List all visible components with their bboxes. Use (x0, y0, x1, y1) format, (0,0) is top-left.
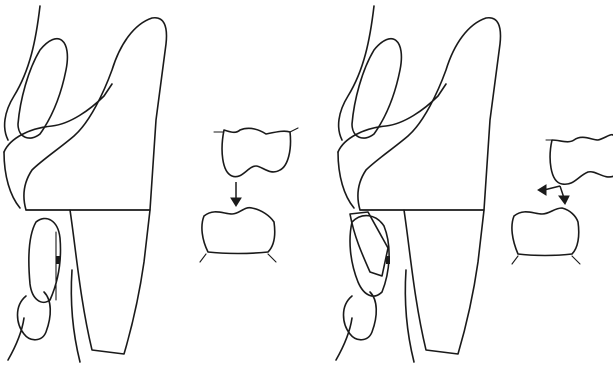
lower-molar (512, 208, 579, 256)
hatched-upper-appliance (24, 18, 166, 210)
upper-molar (222, 128, 290, 176)
contact-mark (386, 256, 390, 264)
chin-contour (405, 270, 414, 362)
panel-1 (4, 6, 298, 362)
hatched-vertical-ramp (404, 210, 484, 354)
lower-molar-gumline (512, 256, 580, 264)
upper-incisor (352, 39, 401, 138)
hatched-upper-appliance (358, 18, 500, 210)
upper-lip-lower-edge (338, 152, 354, 208)
lower-incisor-tipped (350, 216, 389, 296)
upper-lip-lower-edge (4, 152, 20, 208)
horizontal-arrowhead (538, 185, 546, 195)
lower-molar-gumline (200, 254, 276, 262)
facial-contour-line (5, 6, 40, 140)
molar-pair-oblique (512, 135, 613, 264)
lower-molar (202, 208, 275, 254)
upper-lip (4, 84, 112, 152)
hatched-incisor-wedge (350, 212, 388, 276)
vertical-arrowhead (559, 196, 569, 204)
chin-contour (71, 270, 80, 362)
upper-incisor (18, 39, 67, 138)
lower-face-contour (8, 318, 24, 360)
lower-face-contour (336, 318, 352, 360)
upper-lip (338, 84, 446, 152)
molar-pair-vertical (200, 128, 298, 262)
panel-2 (336, 6, 613, 362)
upper-molar (550, 135, 613, 185)
contact-mark (56, 256, 60, 264)
lower-lip (18, 292, 51, 340)
vertical-arrowhead (231, 198, 241, 206)
hatched-vertical-ramp (70, 210, 150, 354)
facial-contour-line (339, 6, 374, 140)
